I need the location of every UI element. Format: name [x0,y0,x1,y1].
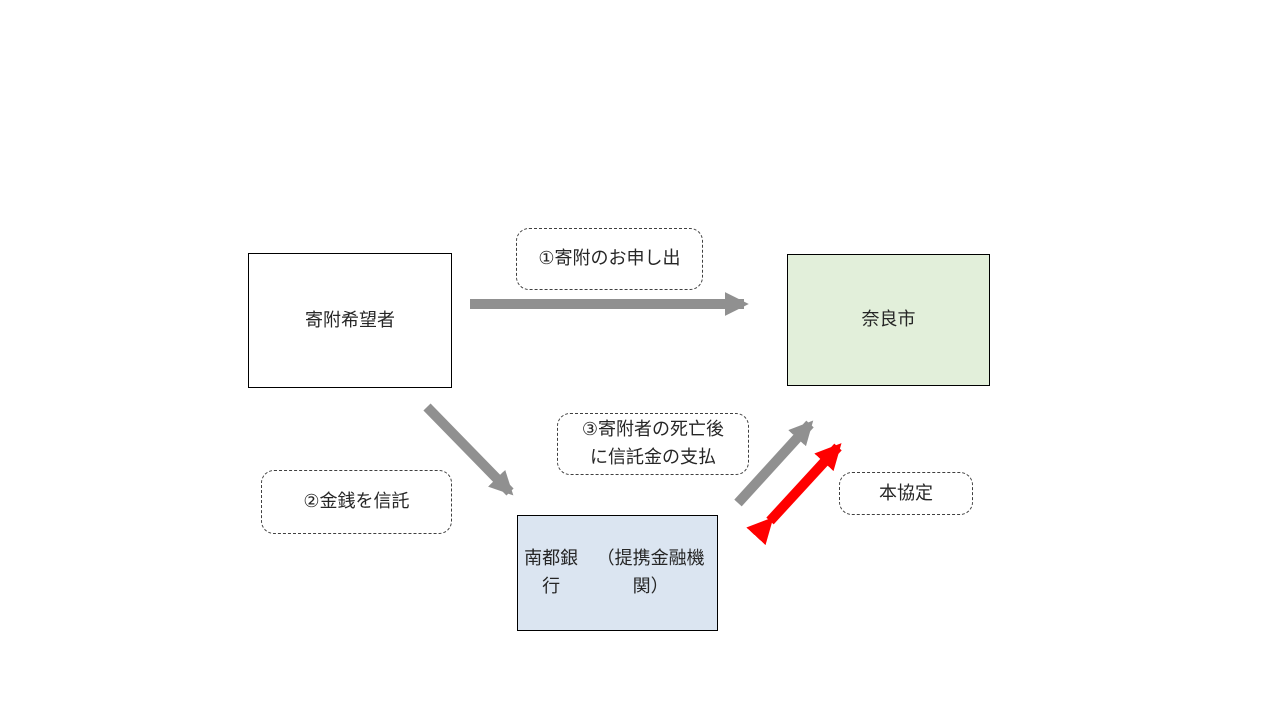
node-donor: 寄附希望者 [248,253,452,388]
label-step3-trust-payment: ③寄附者の死亡後 に信託金の支払 [557,413,749,475]
node-nara-city-label: 奈良市 [861,309,916,330]
label-step1-text: ①寄附のお申し出 [538,248,681,269]
label-step3-text-line1: ③寄附者の死亡後 [581,419,725,440]
label-step3-text-line2: に信託金の支払 [590,447,716,467]
label-agreement-text: 本協定 [879,482,933,503]
node-donor-label: 寄附希望者 [305,309,395,330]
node-bank-label-line2: （提携金融機関） [596,548,705,596]
label-step2-text: ②金銭を信託 [303,491,410,512]
arrow-agreement [746,443,842,546]
label-step2-entrust-money: ②金銭を信託 [261,470,452,534]
node-nara-city: 奈良市 [787,254,990,386]
label-agreement: 本協定 [839,472,973,515]
node-bank: 南都銀行 （提携金融機関） [517,515,718,631]
node-bank-label-line1: 南都銀行 [524,548,579,596]
label-step1-donation-offer: ①寄附のお申し出 [516,228,703,290]
